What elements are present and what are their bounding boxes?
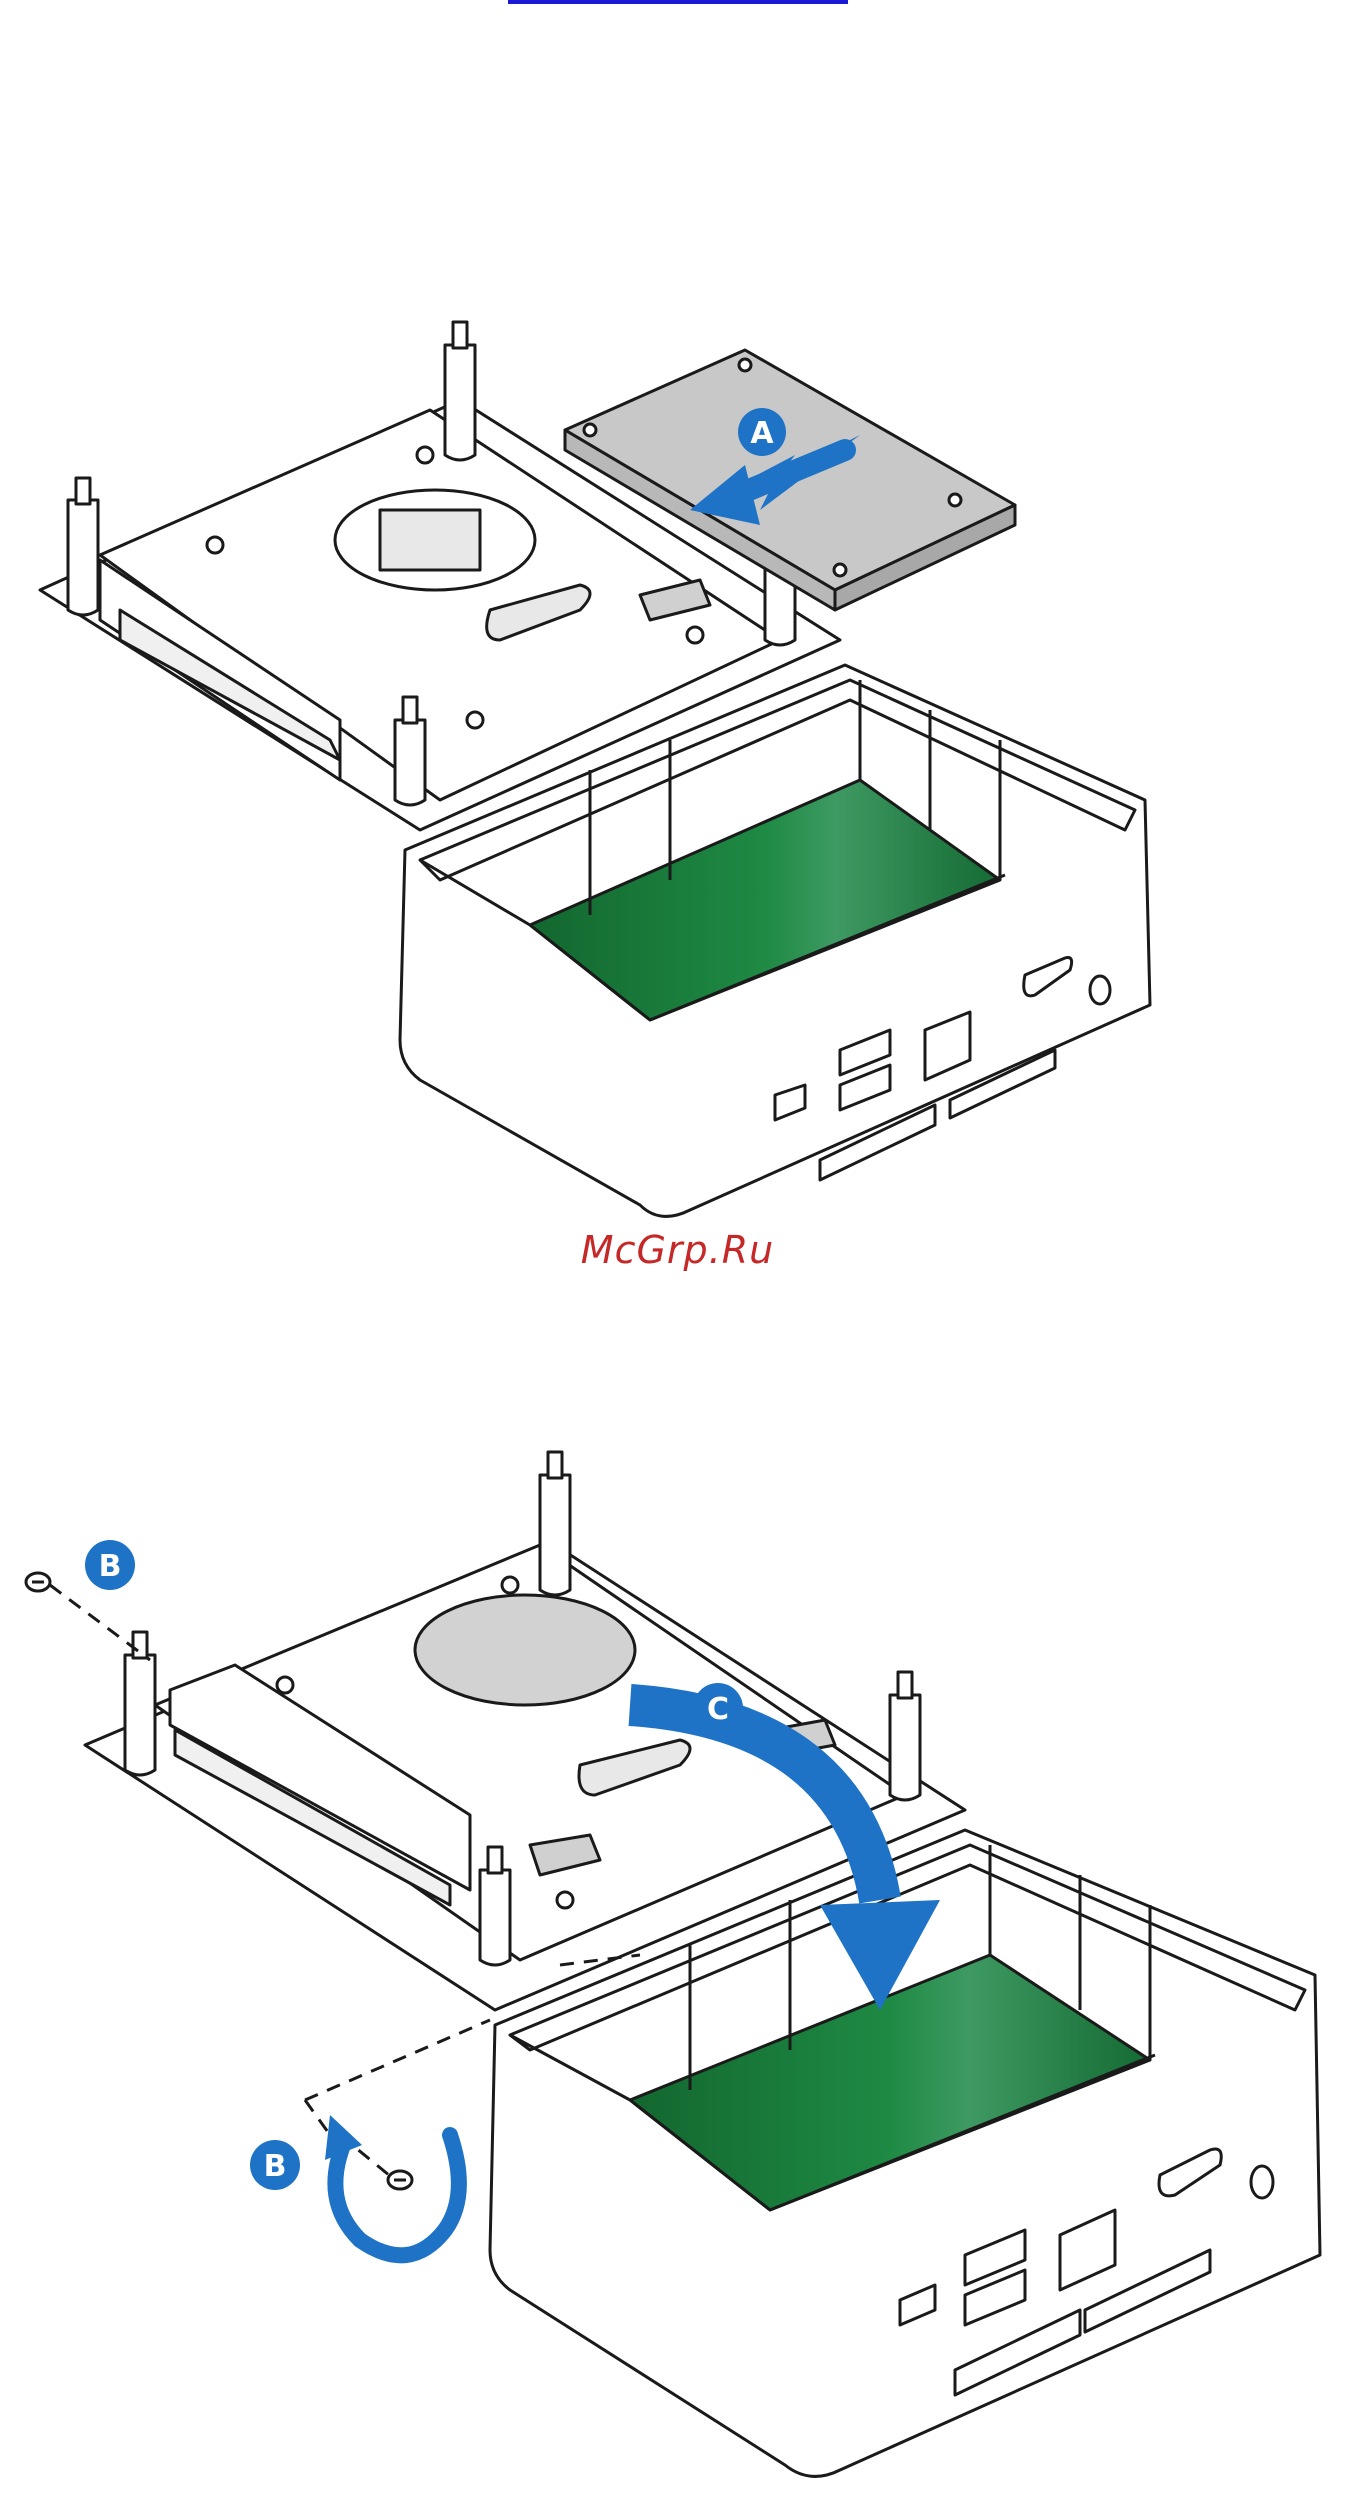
standoff (395, 720, 425, 805)
standoff (445, 345, 475, 460)
standoff (480, 1870, 510, 1965)
watermark: McGrp.Ru (0, 1228, 1355, 1272)
step-fold-bracket (26, 1452, 1320, 2476)
standoff (540, 1475, 570, 1595)
callout-b-upper: B (85, 1540, 135, 1590)
callout-b-lower-label: B (264, 2149, 287, 2184)
callout-a-label: A (750, 416, 774, 451)
step-insert-drive (40, 322, 1150, 1216)
callout-c: C (693, 1683, 743, 1733)
callout-a: A (738, 408, 786, 456)
callout-c-label: C (707, 1692, 729, 1727)
callout-b-upper-label: B (99, 1549, 122, 1584)
standoff (68, 500, 98, 615)
screw-icon (388, 2171, 412, 2189)
callout-b-lower: B (250, 2140, 300, 2190)
screw-icon (26, 1573, 50, 1591)
standoff (125, 1655, 155, 1775)
standoff (890, 1695, 920, 1800)
